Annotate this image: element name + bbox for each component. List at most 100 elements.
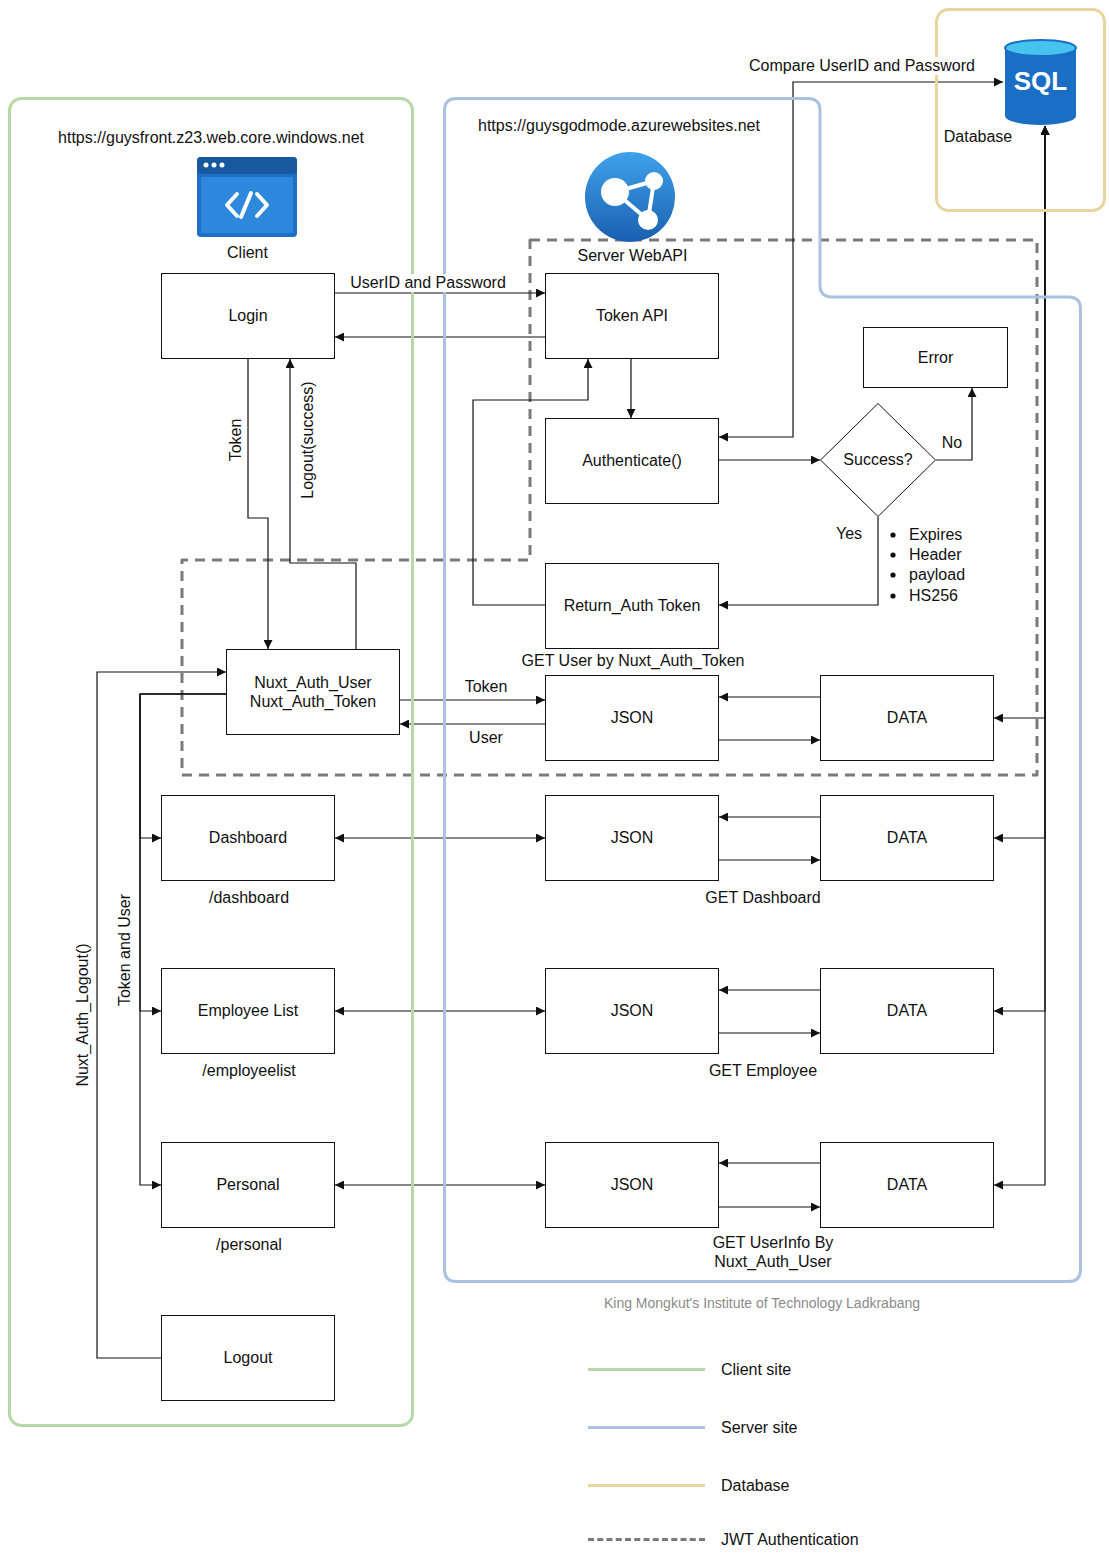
icon-glyph [257, 194, 267, 216]
json-box: JSONGET UserInfo By Nuxt_Auth_User [545, 1142, 719, 1228]
node-text: Error [918, 348, 954, 367]
legend-swatch [588, 1484, 705, 1487]
node-heading: Server WebAPI [560, 246, 705, 265]
edge-label: Compare UserID and Password [747, 57, 977, 75]
node-text: DATA [887, 1175, 927, 1194]
edge-label: UserID and Password [348, 274, 508, 292]
cylinder-label: SQL [1014, 66, 1067, 97]
bullet-dot [890, 552, 895, 557]
process-box: Logout [161, 1315, 335, 1401]
connector [400, 723, 545, 724]
icon-node [601, 178, 629, 206]
bullet-item: payload [909, 565, 965, 585]
node-heading: https://guysgodmode.azurewebsites.net [478, 116, 838, 135]
connector [719, 517, 878, 605]
text-wrap: Personal [162, 1143, 334, 1227]
node-caption: GET Employee [663, 1061, 863, 1080]
text-wrap: Return_Auth Token [546, 564, 718, 648]
node-text: Logout [224, 1348, 273, 1367]
cylinder-body [1005, 48, 1076, 125]
data-box: DATA [820, 1142, 994, 1228]
node-caption: GET UserInfo By Nuxt_Auth_User [707, 1233, 839, 1271]
data-box: DATA [820, 675, 994, 761]
connector [248, 359, 268, 649]
edge-label: Token [227, 417, 245, 464]
text-wrap: DATA [821, 676, 993, 760]
connector [994, 126, 1045, 1011]
shape-outline [8, 97, 414, 1427]
text-wrap: JSON [546, 676, 718, 760]
icon-bar [197, 157, 297, 174]
text-wrap: Employee List [162, 969, 334, 1053]
region-outline [445, 99, 1081, 1282]
text-wrap: SQL [1003, 38, 1078, 126]
node-text: Return_Auth Token [564, 596, 701, 615]
connector [630, 359, 631, 418]
node-text: JSON [611, 828, 654, 847]
connector [400, 699, 545, 700]
icon-glyph [227, 194, 237, 216]
connector [140, 694, 226, 1185]
node-text: Personal [216, 1175, 279, 1194]
region-outline [937, 10, 1105, 211]
node-caption: /personal [162, 1235, 336, 1254]
connector [719, 1032, 820, 1033]
page-box: Personal/personal [161, 1142, 335, 1228]
connector [994, 126, 1045, 838]
icon-dot [204, 163, 209, 168]
shape-outline [935, 8, 1106, 212]
node-text: JSON [611, 1001, 654, 1020]
edge-label: Token and User [116, 892, 134, 1008]
database-cylinder: SQL [1003, 38, 1078, 126]
node-text: JSON [611, 708, 654, 727]
bullet-item: Expires [909, 525, 962, 545]
connector [473, 359, 588, 605]
node-caption: GET User by Nuxt_Auth_Token [483, 651, 783, 670]
icon-dot [220, 163, 225, 168]
icon-node [645, 172, 663, 190]
client-region: ClientLoginNuxt_Auth_UserNuxt_Auth_Token… [8, 97, 414, 1427]
connector [719, 989, 820, 990]
text-wrap: JSON [546, 1143, 718, 1227]
node-text: Authenticate() [582, 451, 682, 470]
node-text: Employee List [198, 1001, 299, 1020]
text-wrap: Logout [162, 1316, 334, 1400]
connector [290, 359, 356, 649]
icon-dot [212, 163, 217, 168]
edge-label: User [467, 729, 505, 747]
connector [335, 837, 545, 838]
legend-text: Server site [721, 1418, 797, 1438]
connector [719, 1162, 820, 1163]
node-text: Dashboard [209, 828, 287, 847]
bullet-dot [890, 572, 895, 577]
edge-label: No [940, 434, 964, 452]
icon-globe [585, 152, 675, 242]
process-box: Authenticate() [545, 418, 719, 504]
text-wrap: Token API [546, 274, 718, 358]
connector [335, 1184, 545, 1185]
node-text: Nuxt_Auth_User [254, 673, 371, 692]
data-box: DATA [820, 795, 994, 881]
icon-glyph [241, 193, 251, 217]
node-heading: https://guysfront.z23.web.core.windows.n… [8, 128, 414, 147]
connector [719, 1206, 820, 1207]
decision-diamond: Success? [820, 403, 936, 517]
text-wrap: DATA [821, 796, 993, 880]
icon-panel [201, 177, 293, 233]
connector [936, 388, 972, 460]
legend-row: Server site [588, 1418, 988, 1438]
edge-label: Yes [834, 525, 864, 543]
text-wrap: JSON [546, 969, 718, 1053]
node-caption: /employeelist [162, 1061, 336, 1080]
page-box: Dashboard/dashboard [161, 795, 335, 881]
edge-label: Nuxt_Auth_Logout() [74, 941, 92, 1088]
legend-text: Database [721, 1476, 790, 1496]
node-caption: GET Dashboard [663, 888, 863, 907]
connector [140, 694, 226, 1011]
text-wrap: DATA [821, 1143, 993, 1227]
node-text: DATA [887, 828, 927, 847]
